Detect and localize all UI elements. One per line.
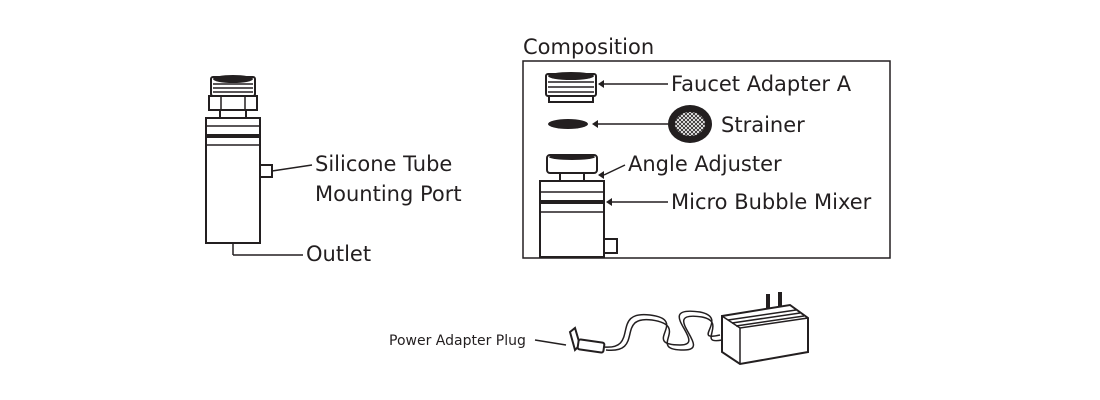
power-adapter-plug-label: Power Adapter Plug — [389, 333, 526, 349]
outlet-label: Outlet — [306, 242, 371, 266]
faucet-adapter-illustration — [545, 72, 597, 103]
faucet-adapter-label: Faucet Adapter A — [671, 72, 852, 96]
strainer-illustration — [668, 105, 712, 143]
silicone-tube-label-line1: Silicone Tube — [315, 152, 452, 176]
mixer-body-illustration — [539, 154, 618, 258]
strainer-label: Strainer — [721, 113, 805, 137]
angle-adjuster-label: Angle Adjuster — [628, 152, 782, 176]
composition-title: Composition — [523, 35, 654, 59]
silicone-tube-label-line2: Mounting Port — [315, 182, 462, 206]
power-adapter-illustration — [568, 292, 809, 366]
micro-bubble-mixer-label: Micro Bubble Mixer — [671, 190, 872, 214]
composition-box — [522, 60, 891, 259]
washer-illustration — [548, 119, 588, 129]
assembled-mixer-illustration — [205, 75, 313, 256]
